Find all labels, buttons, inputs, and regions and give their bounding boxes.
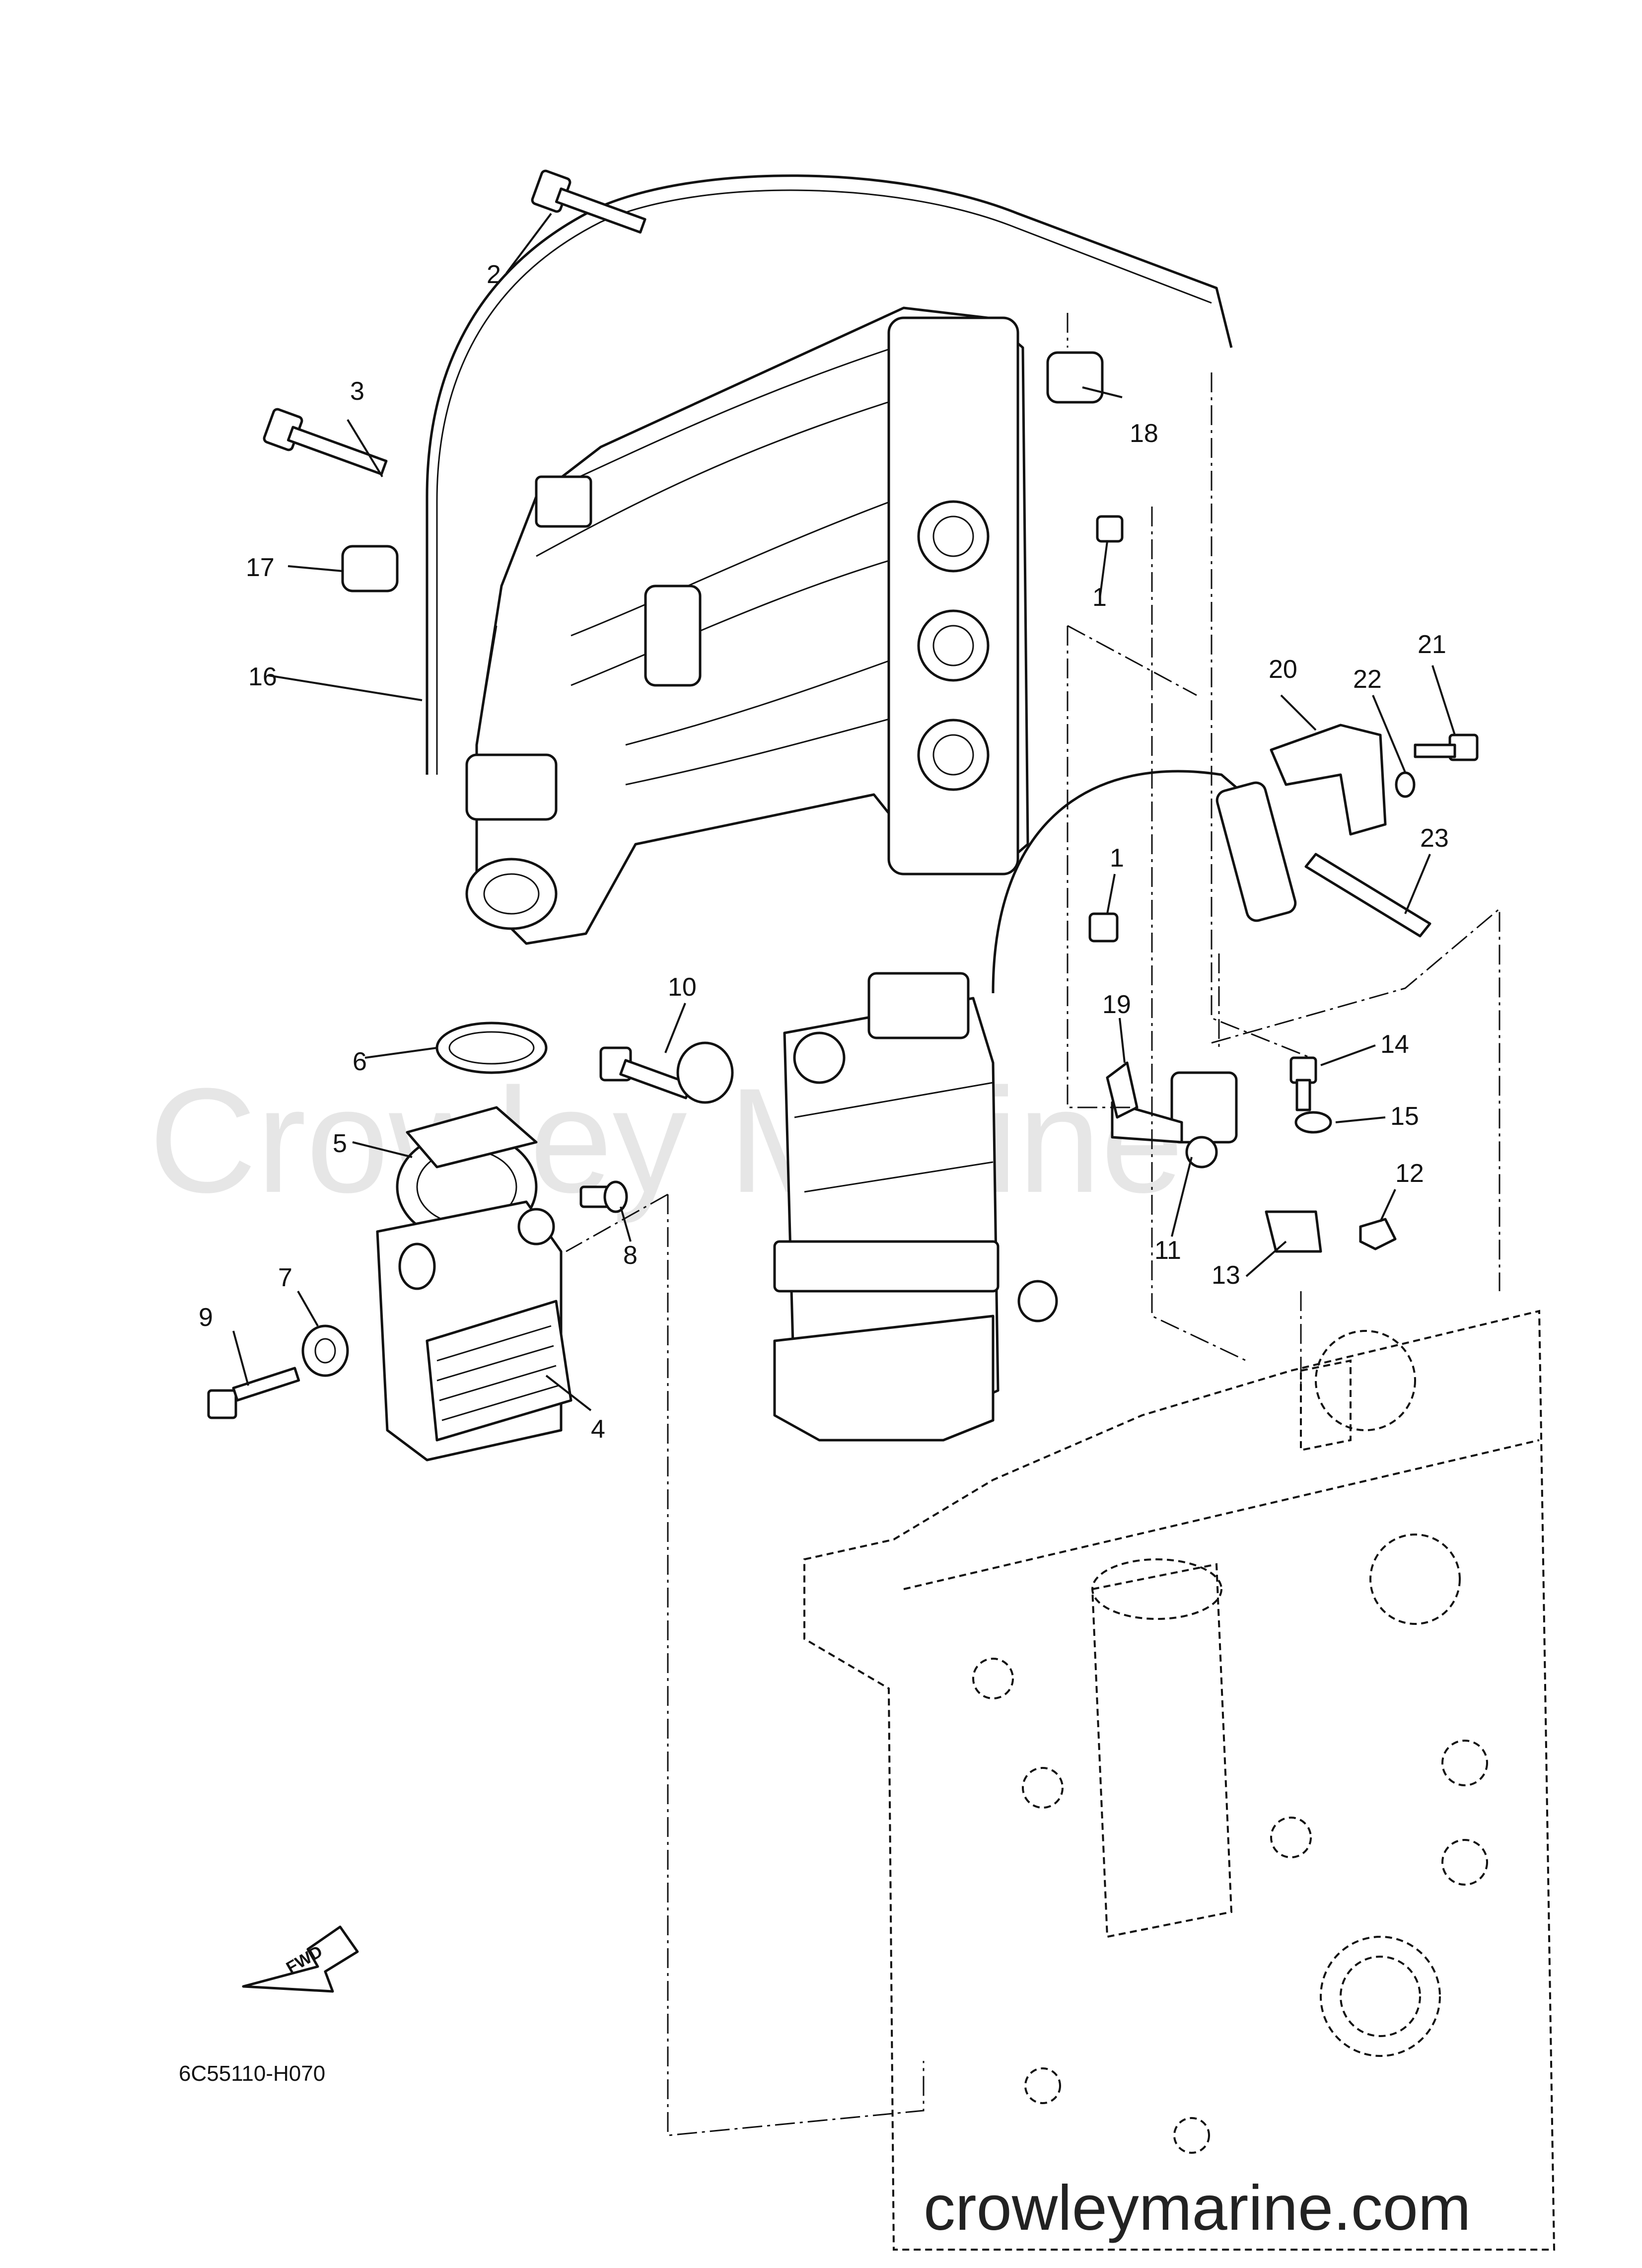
cylinder-block <box>803 1310 1556 2251</box>
leader-lines <box>232 213 1456 1411</box>
callout-13: 13 <box>1212 1261 1240 1290</box>
callout-17: 17 <box>246 553 275 582</box>
collar-lower <box>1017 1280 1058 1322</box>
callout-19: 19 <box>1102 990 1131 1019</box>
bracket-20 <box>1270 724 1387 836</box>
callout-7: 7 <box>278 1263 292 1292</box>
clamp-17 <box>341 545 399 592</box>
pressure-regulator-11 <box>1111 1071 1238 1169</box>
callout-3: 3 <box>350 377 364 406</box>
callout-12: 12 <box>1395 1159 1424 1188</box>
dowel-pin-upper <box>1096 515 1124 543</box>
site-url: crowleymarine.com <box>924 2173 1471 2244</box>
callout-18: 18 <box>1130 419 1158 448</box>
callout-10: 10 <box>668 973 697 1002</box>
callout-6: 6 <box>353 1047 367 1076</box>
fuel-hose <box>992 770 1257 994</box>
grommet-10 <box>676 1041 734 1104</box>
dowel-pin-lower <box>1088 912 1119 943</box>
callout-numbers: 1 1 2 3 4 5 6 7 8 9 10 11 12 13 14 15 16… <box>199 260 1449 1444</box>
washer-22 <box>1395 771 1416 798</box>
callout-4: 4 <box>591 1415 605 1444</box>
fuel-filter-hose <box>1215 781 1297 922</box>
collar-8 <box>579 1180 628 1213</box>
intake-silencer-4 <box>376 1200 572 1462</box>
callout-22: 22 <box>1353 665 1382 694</box>
callout-5: 5 <box>333 1129 347 1158</box>
callout-21: 21 <box>1418 630 1446 659</box>
callout-1-upper: 1 <box>1092 583 1107 612</box>
nut-12 <box>1359 1218 1397 1250</box>
intake-manifold <box>465 306 1029 945</box>
callout-20: 20 <box>1269 655 1297 684</box>
callout-8: 8 <box>623 1241 638 1270</box>
bolt-14 <box>1289 1056 1317 1111</box>
bracket-13 <box>1265 1210 1322 1253</box>
grommet-7 <box>301 1324 349 1377</box>
bolt-21 <box>1414 733 1479 761</box>
fwd-arrow-icon: FWD <box>242 1925 359 1993</box>
vapor-separator <box>773 972 999 1442</box>
alignment-line-left <box>667 1194 925 2136</box>
hose-clamp-6 <box>435 1022 548 1074</box>
callout-9: 9 <box>199 1303 213 1332</box>
bolt-2 <box>531 169 646 234</box>
callout-1-lower: 1 <box>1110 844 1124 873</box>
bolt-3 <box>263 408 388 476</box>
callout-23: 23 <box>1420 824 1449 853</box>
callout-11: 11 <box>1154 1236 1181 1265</box>
washer-15 <box>1294 1111 1332 1134</box>
callout-16: 16 <box>248 662 277 691</box>
clamp-18 <box>1046 351 1104 404</box>
callout-15: 15 <box>1390 1102 1419 1131</box>
diagram-part-code: 6C55110-H070 <box>179 2061 325 2086</box>
callout-14: 14 <box>1380 1030 1409 1059</box>
callout-2: 2 <box>487 260 501 289</box>
cable-tie-23 <box>1304 853 1431 938</box>
bolt-9 <box>207 1367 300 1419</box>
